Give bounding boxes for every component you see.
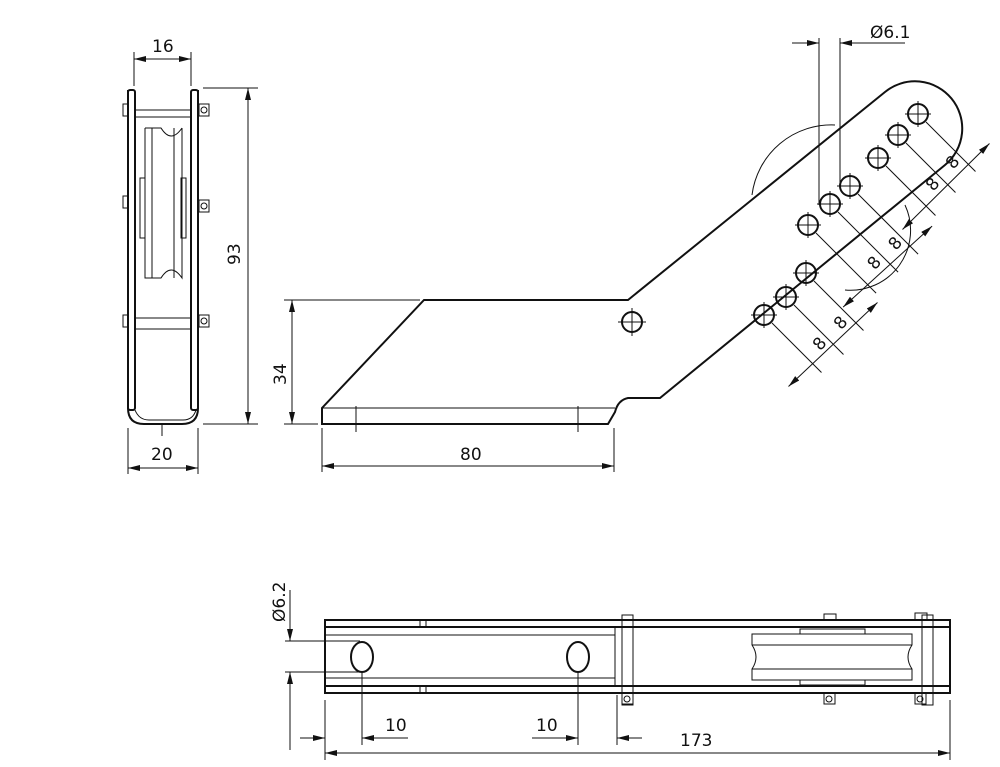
dim-total-length: 173	[680, 731, 712, 751]
dim-width-bottom: 20	[151, 445, 173, 465]
dim-hole-spacing: 8	[885, 233, 907, 254]
hole	[795, 212, 821, 238]
hole	[817, 191, 843, 217]
hole	[905, 101, 931, 127]
end-view: 16 20 93	[122, 37, 258, 474]
dim-width-top: 16	[152, 37, 174, 57]
hole	[773, 284, 799, 310]
dim-hole-diameter-side: Ø6.1	[870, 23, 910, 43]
hole	[751, 302, 777, 328]
dim-height: 93	[225, 243, 245, 265]
hole	[865, 145, 891, 171]
hole	[793, 260, 819, 286]
top-view: Ø6.2 10 10 173	[270, 582, 951, 760]
dim-offset-left: 10	[385, 716, 407, 736]
hole	[885, 122, 911, 148]
dim-hole-diameter-top: Ø6.2	[270, 582, 290, 622]
hole-circles	[618, 308, 646, 336]
dim-side-height: 34	[271, 363, 291, 385]
dim-hole-spacing: 8	[809, 334, 831, 355]
dim-side-length: 80	[460, 445, 482, 465]
dim-offset-right: 10	[536, 716, 558, 736]
pattern-holes	[751, 101, 931, 328]
